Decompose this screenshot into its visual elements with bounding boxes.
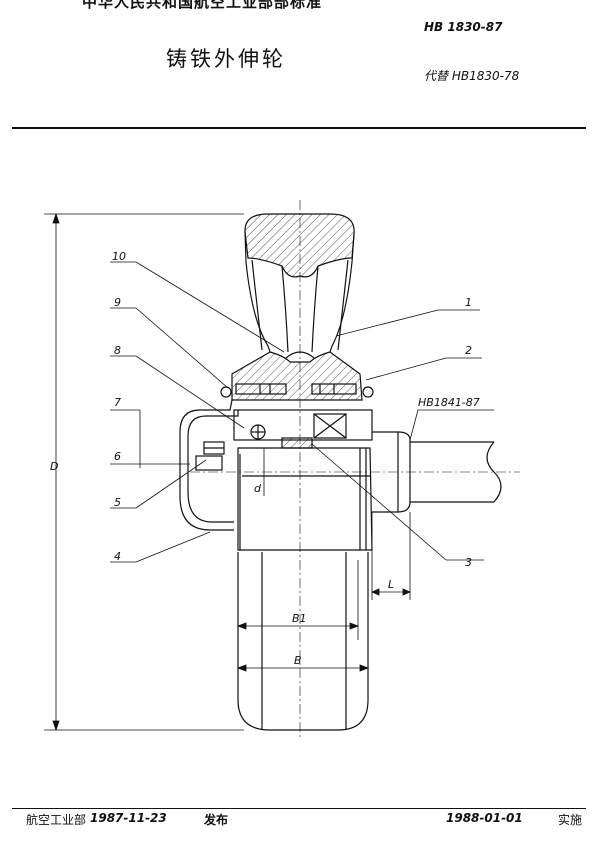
bearing-box [313,413,347,439]
part-label-10: 10 [112,250,126,263]
dim-B1-label: B1 [292,612,307,625]
part-label-4: 4 [114,550,121,563]
part-label-3: 3 [465,556,472,569]
axle-reference-label: HB1841-87 [418,396,480,409]
wheel-hub-body [237,447,373,551]
part-label-6: 6 [114,450,121,463]
tire-left-contour [244,231,271,353]
footer-issuer: 航空工业部 [26,813,87,827]
dim-D-label: D [50,460,58,473]
standard-number: HB 1830-87 [424,20,503,34]
axle-break [486,441,502,503]
replaces-standard: 代替 HB1830-78 [424,69,520,83]
footer-issue-date: 1987-11-23 [90,811,167,825]
footer-divider [12,808,586,809]
dim-B-label: B [294,654,302,667]
hub-sleeve [281,437,313,449]
footer-release: 发布 [204,813,229,827]
nut-right [362,386,374,398]
part-label-1: 1 [465,296,472,309]
issuing-organization-title: 中华人民共和国航空工业部部标准 [82,0,323,11]
part-label-7: 7 [114,396,121,409]
nut-left [220,386,232,398]
hub-housing [233,409,373,441]
dim-L-label: L [388,578,394,591]
wheel-tire [237,552,369,731]
web-right [311,265,319,353]
footer-effective: 实施 [558,813,583,827]
web-left [281,265,289,353]
part-label-9: 9 [114,296,121,309]
part-label-2: 2 [465,344,472,357]
dim-d-label: d [254,482,262,495]
bracket-outline [179,399,234,531]
footer-effective-date: 1988-01-01 [446,811,523,825]
header-divider [12,127,586,129]
part-label-5: 5 [114,496,121,509]
rail-foot [231,351,363,401]
document-title: 铸铁外伸轮 [166,47,286,71]
bolt-left [235,383,287,395]
part-label-8: 8 [114,344,121,357]
rail-head [244,213,355,278]
tire-right-contour [329,233,355,353]
